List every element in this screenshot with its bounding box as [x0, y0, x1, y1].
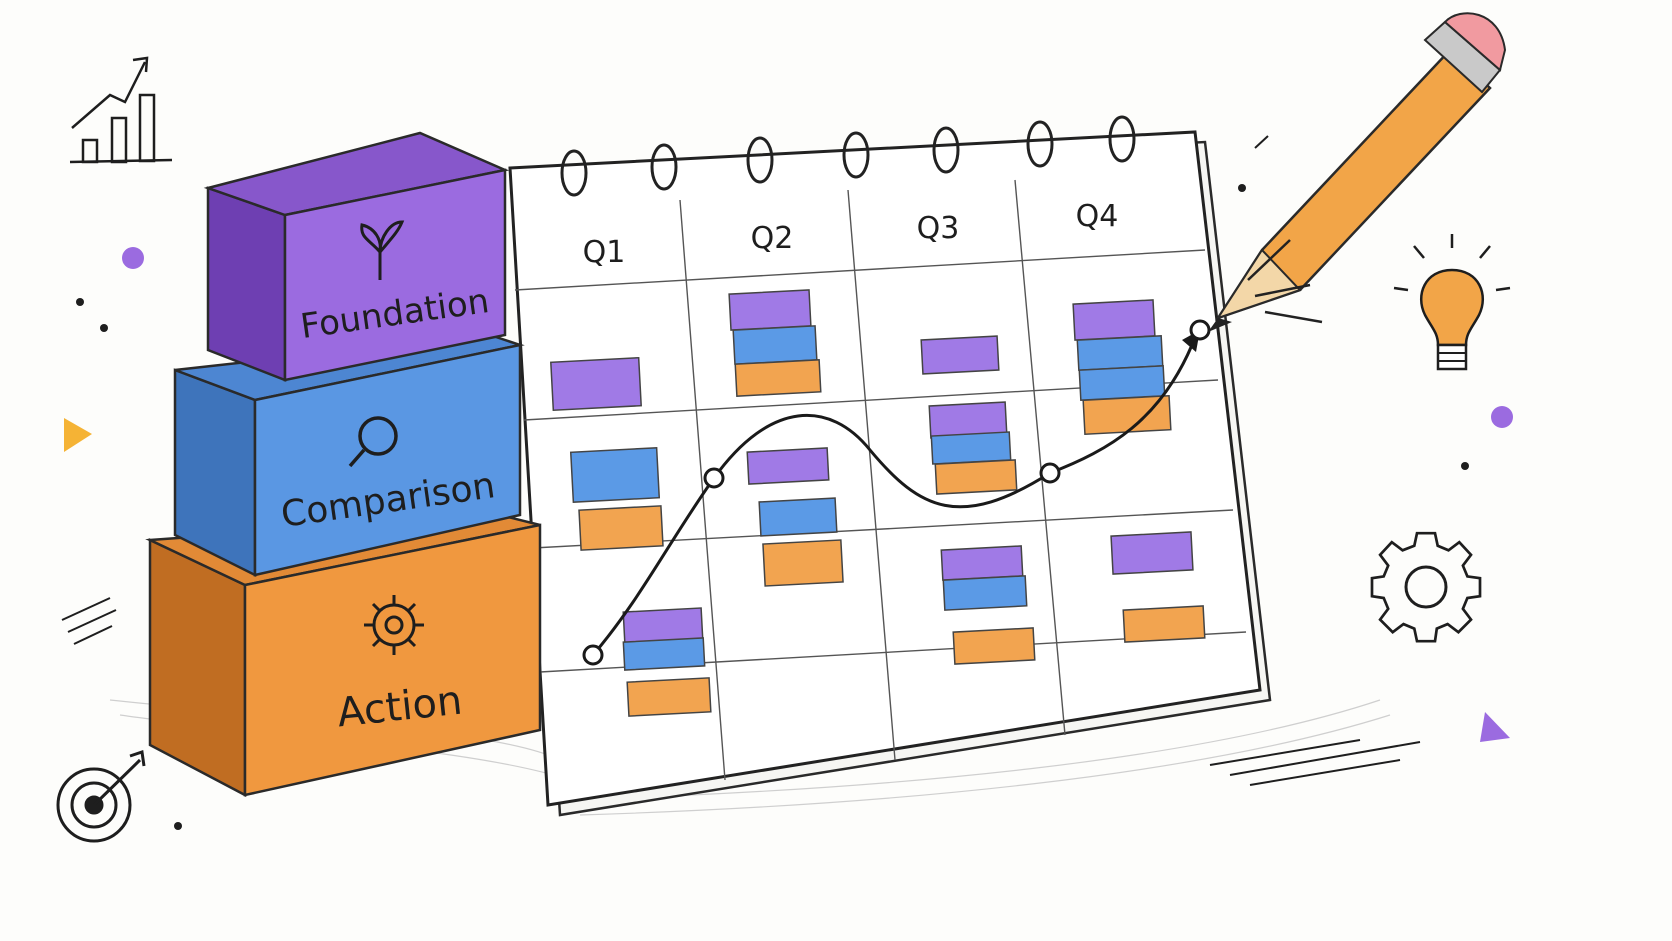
block-comparison: Comparison — [173, 333, 525, 578]
task-bar-purple — [1072, 299, 1156, 341]
trend-point — [1189, 319, 1211, 341]
task-bar-orange — [578, 505, 664, 551]
task-bar-blue — [930, 431, 1012, 465]
quarter-label-q3: Q3 — [917, 211, 960, 246]
task-bar-purple — [728, 289, 812, 331]
accent-shapes — [61, 135, 1513, 830]
task-bar-orange — [734, 359, 822, 397]
quarter-label-q1: Q1 — [583, 235, 626, 270]
accent-triangle — [64, 418, 92, 452]
quarterly-calendar: Q1 Q2 Q3 Q4 — [508, 115, 1272, 817]
task-bar-blue — [569, 446, 661, 504]
trend-point — [1039, 462, 1061, 484]
task-bar-blue — [1076, 335, 1164, 371]
task-bar-purple — [940, 545, 1024, 581]
block-foundation: Foundation — [203, 131, 510, 382]
task-bar-blue — [622, 637, 706, 671]
task-bar-purple — [1110, 531, 1194, 575]
task-bar-purple — [920, 335, 1000, 375]
bar-chart-trend-icon — [69, 56, 173, 164]
stacked-blocks: Action Comparison Foundation — [145, 131, 542, 798]
block-action: Action — [145, 513, 542, 798]
trend-point — [582, 644, 604, 666]
task-bar-blue — [758, 497, 838, 537]
calendar-rings — [560, 115, 1136, 197]
gear-icon — [364, 595, 424, 655]
quarter-label-q2: Q2 — [751, 221, 794, 256]
lightbulb-icon — [1393, 234, 1511, 371]
task-bar-blue — [732, 325, 818, 365]
task-bar-orange — [934, 459, 1018, 495]
sprout-icon — [360, 220, 405, 280]
target-icon — [56, 750, 146, 843]
task-bar-purple — [746, 447, 830, 485]
calendar-task-bars — [550, 289, 1206, 717]
task-bar-purple — [550, 356, 642, 412]
task-bar-orange — [762, 539, 844, 587]
quarter-label-q4: Q4 — [1076, 199, 1119, 234]
trend-point — [703, 467, 725, 489]
trend-line — [582, 319, 1211, 666]
task-bar-orange — [626, 677, 712, 717]
task-bar-blue — [1078, 365, 1166, 401]
gear-outline-icon — [1370, 531, 1482, 643]
magnifier-icon — [348, 416, 398, 468]
accent-dot — [1491, 406, 1513, 428]
accent-dot — [122, 247, 144, 269]
accent-triangle — [1480, 712, 1510, 742]
task-bar-orange — [1122, 605, 1206, 643]
pencil-icon — [1208, 12, 1507, 332]
task-bar-orange — [952, 627, 1036, 665]
task-bar-blue — [942, 575, 1028, 611]
